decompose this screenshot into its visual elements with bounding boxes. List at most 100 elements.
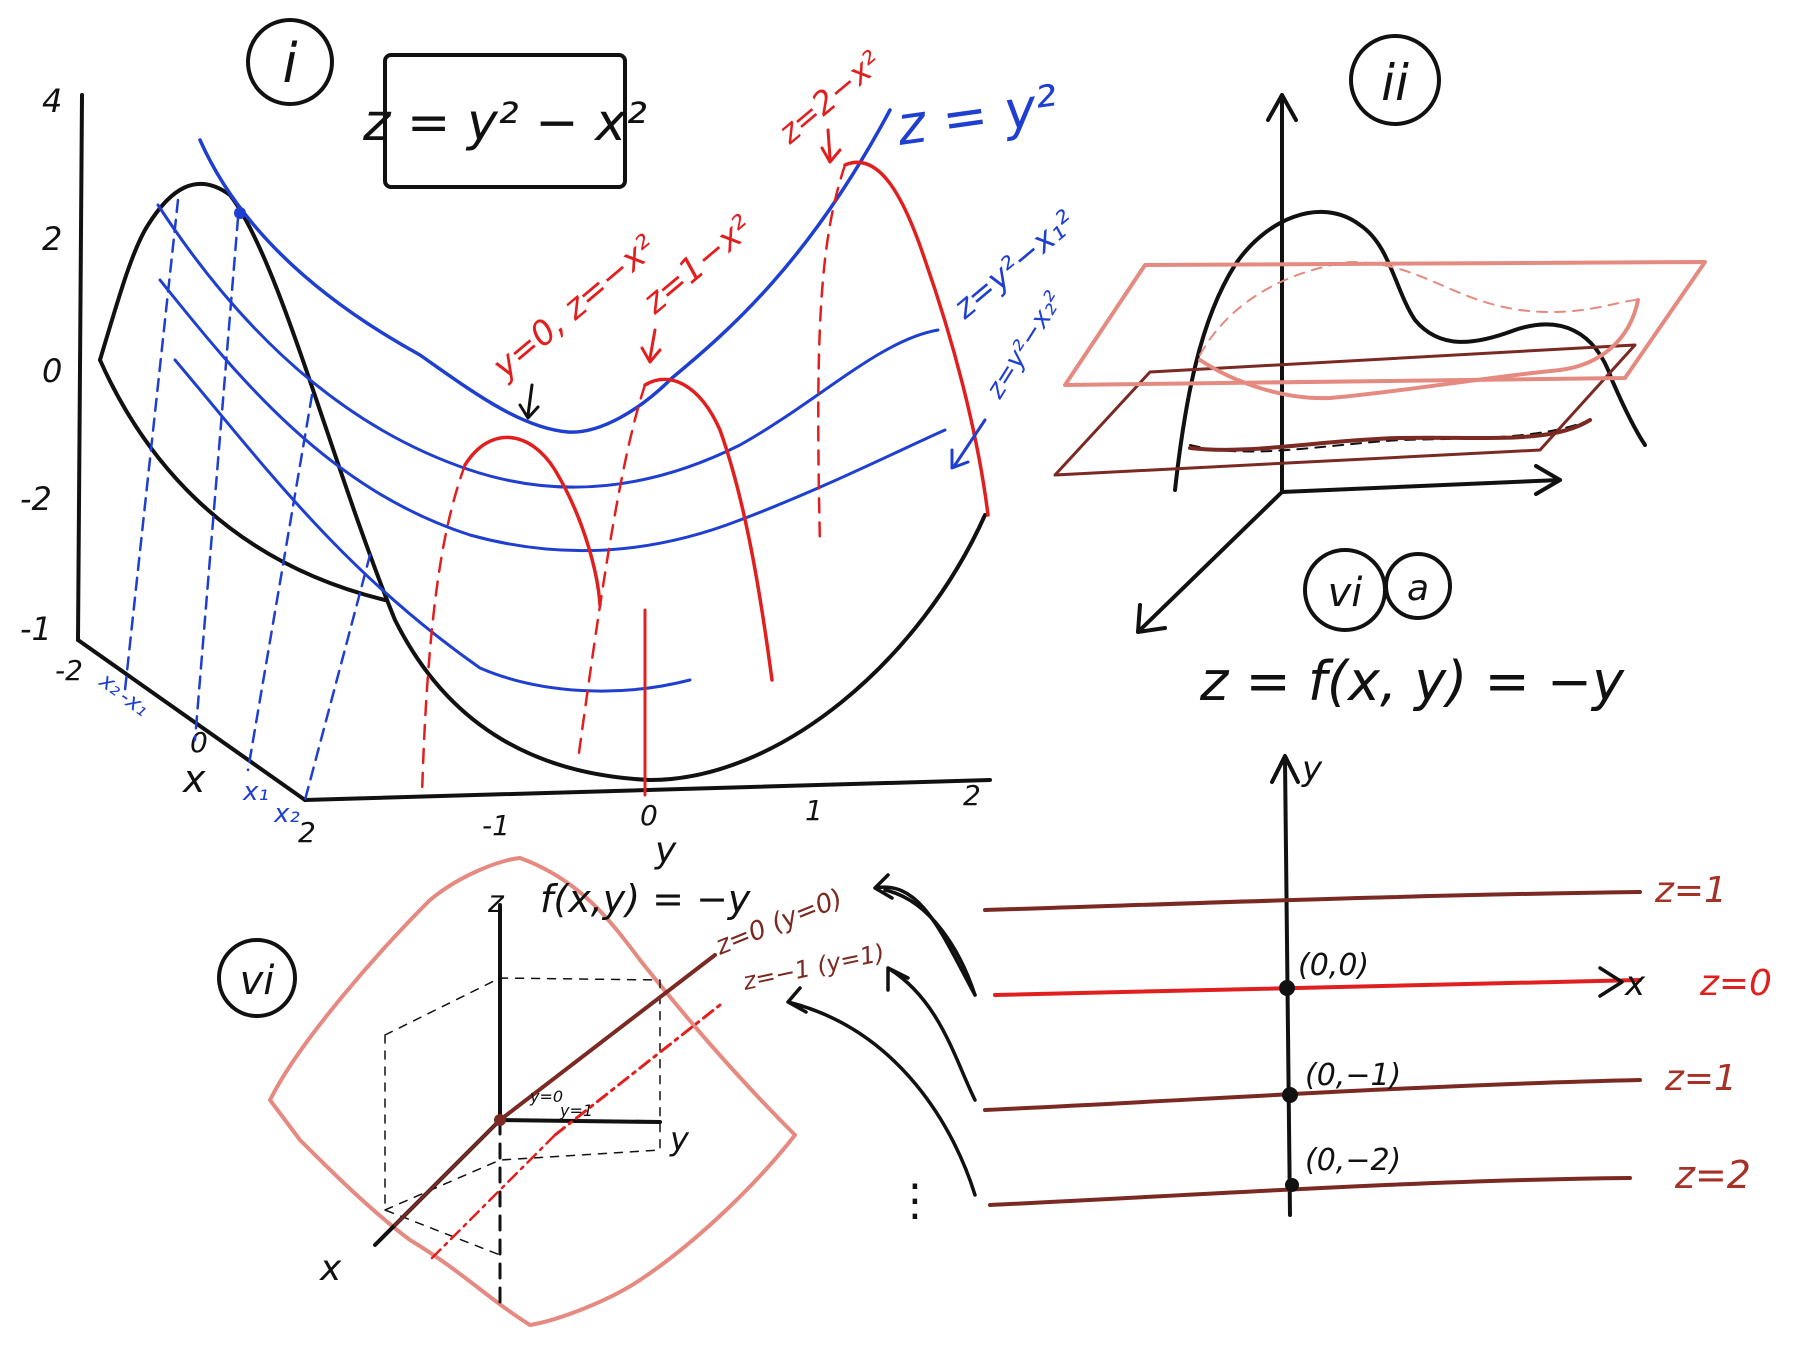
z-tick-2: 2 — [42, 220, 62, 258]
ii-z-axis — [1266, 93, 1298, 494]
blue-drop-1 — [123, 198, 180, 692]
panel-ii: ii — [1053, 34, 1707, 634]
curve-arrow-2 — [886, 966, 977, 1102]
z-tick-m2: -2 — [20, 480, 52, 518]
point-0-m2 — [1285, 1178, 1299, 1192]
red-parabola-z1 — [643, 377, 774, 682]
ii-plane-upper — [1063, 260, 1707, 387]
ii-surface-base — [1189, 419, 1591, 453]
red-parabola-z0-dash — [420, 463, 467, 797]
ii-x-axis — [1136, 490, 1284, 634]
level-line-z0 — [993, 978, 1642, 997]
arrow-y0 — [518, 383, 540, 420]
blue-parabola-3 — [158, 278, 947, 553]
point-label-0-m2: (0,−2) — [1305, 1143, 1401, 1178]
vi-z-label: z — [487, 885, 505, 920]
x-tick-2: 2 — [298, 816, 316, 849]
x-tick-0: 0 — [190, 726, 208, 759]
point-0-0 — [1279, 980, 1295, 996]
vi-line-z1-back — [428, 1133, 557, 1262]
badge-via-label: vi — [1328, 570, 1363, 616]
x-mark-x2-right: x₂ — [273, 799, 300, 829]
via-y-label: y — [1301, 749, 1323, 789]
point-0-m1 — [1282, 1087, 1298, 1103]
level-line-z1-top — [983, 890, 1642, 912]
blue-parabola-top — [198, 108, 892, 434]
vi-title: f(x,y) = −y — [540, 877, 751, 921]
x-axis-label: x — [182, 757, 206, 801]
arrow-z1 — [640, 328, 662, 364]
ii-surface — [1173, 209, 1647, 492]
badge-via-a-label: a — [1407, 568, 1429, 609]
y-axis — [303, 778, 992, 802]
level-label-z0: z=0 — [1699, 963, 1772, 1004]
point-label-0-m1: (0,−1) — [1305, 1058, 1401, 1093]
y-axis-label: y — [654, 830, 677, 871]
via-x-label: x — [1624, 964, 1646, 1004]
blue-drop-3 — [246, 393, 314, 772]
x-mark-x1: x₁ — [242, 777, 269, 807]
red-parabola-z2-dash — [817, 163, 847, 547]
badge-ii-label: ii — [1381, 54, 1409, 112]
vi-line-z1 — [553, 1003, 722, 1137]
ii-contour-lower — [1188, 418, 1592, 452]
red-parabola-z2 — [843, 160, 990, 517]
y-tick-2: 2 — [963, 779, 981, 812]
y-tick-1: 1 — [805, 794, 823, 827]
arrow-z2 — [820, 128, 842, 164]
vi-mark-y0: y=0 — [529, 1087, 563, 1106]
x-axis — [76, 638, 307, 802]
vi-x-label: x — [319, 1248, 342, 1289]
level-label-z1-top: z=1 — [1654, 870, 1727, 911]
equation-box — [383, 53, 627, 189]
blue-drop-4 — [303, 553, 372, 802]
arrow-x2 — [950, 418, 987, 470]
badge-i-label: i — [282, 32, 297, 95]
z-tick-0: 0 — [42, 352, 62, 390]
y-tick-0: 0 — [640, 799, 658, 832]
vi-plane-outline — [268, 856, 797, 1327]
badge-vi-circle — [217, 938, 297, 1018]
via-x-arrow — [1598, 966, 1624, 998]
badge-vi-label: vi — [240, 958, 275, 1004]
panel-via: vi a z = f(x, y) = −y y x (0,0) (0,−1) (… — [786, 548, 1772, 1226]
badge-ii-circle — [1349, 34, 1441, 126]
badge-via-a-circle — [1384, 552, 1452, 620]
ii-contour-upper-back — [1199, 261, 1639, 356]
curve-arrow-3 — [786, 986, 977, 1197]
vi-line-z0-back — [393, 1118, 502, 1227]
ii-y-axis — [1280, 464, 1562, 496]
vi-y-axis — [498, 1118, 662, 1124]
surface-left-edge — [98, 181, 232, 362]
x-tick-m2: -2 — [55, 654, 83, 687]
surface-near-edge — [228, 193, 987, 782]
z-tick-m1: -1 — [20, 610, 52, 648]
vi-line-z0 — [498, 953, 717, 1122]
equation-text: z = y² − x² — [362, 93, 647, 153]
vi-mark-y1: y=1 — [559, 1101, 593, 1120]
blue-parabola-4 — [173, 358, 692, 693]
label-zy2: z = y² — [892, 73, 1062, 158]
vi-y-label: y — [669, 1120, 690, 1158]
y-tick-m1: -1 — [482, 809, 510, 842]
red-parabola-z0 — [463, 435, 602, 607]
level-line-z2 — [988, 1176, 1632, 1207]
panel-vi: vi z x y f(x,y) = −y z=0 (y=0) z=−1 (y=1… — [217, 856, 887, 1327]
level-label-z2: z=2 — [1674, 1153, 1751, 1197]
curve-arrow-1b — [883, 888, 977, 997]
blue-point — [234, 207, 246, 219]
vi-line2-label: z=−1 (y=1) — [739, 939, 887, 997]
vi-guide-box — [384, 977, 661, 1256]
badge-i-circle — [246, 18, 334, 106]
ellipsis: ⋮ — [893, 1175, 937, 1226]
panel-i: i z = y² − x² 4 2 0 -2 -1 -2 0 2 x x₂ -x… — [20, 18, 1083, 871]
label-y0: y=0, z=−x² — [484, 227, 664, 387]
surface-back-edge — [98, 358, 387, 602]
level-line-z1 — [983, 1078, 1642, 1112]
blue-drop-2 — [193, 216, 240, 742]
z-axis — [76, 93, 84, 642]
z-tick-4: 4 — [42, 82, 62, 120]
via-equation: z = f(x, y) = −y — [1199, 650, 1625, 713]
level-label-z1: z=1 — [1664, 1058, 1737, 1099]
